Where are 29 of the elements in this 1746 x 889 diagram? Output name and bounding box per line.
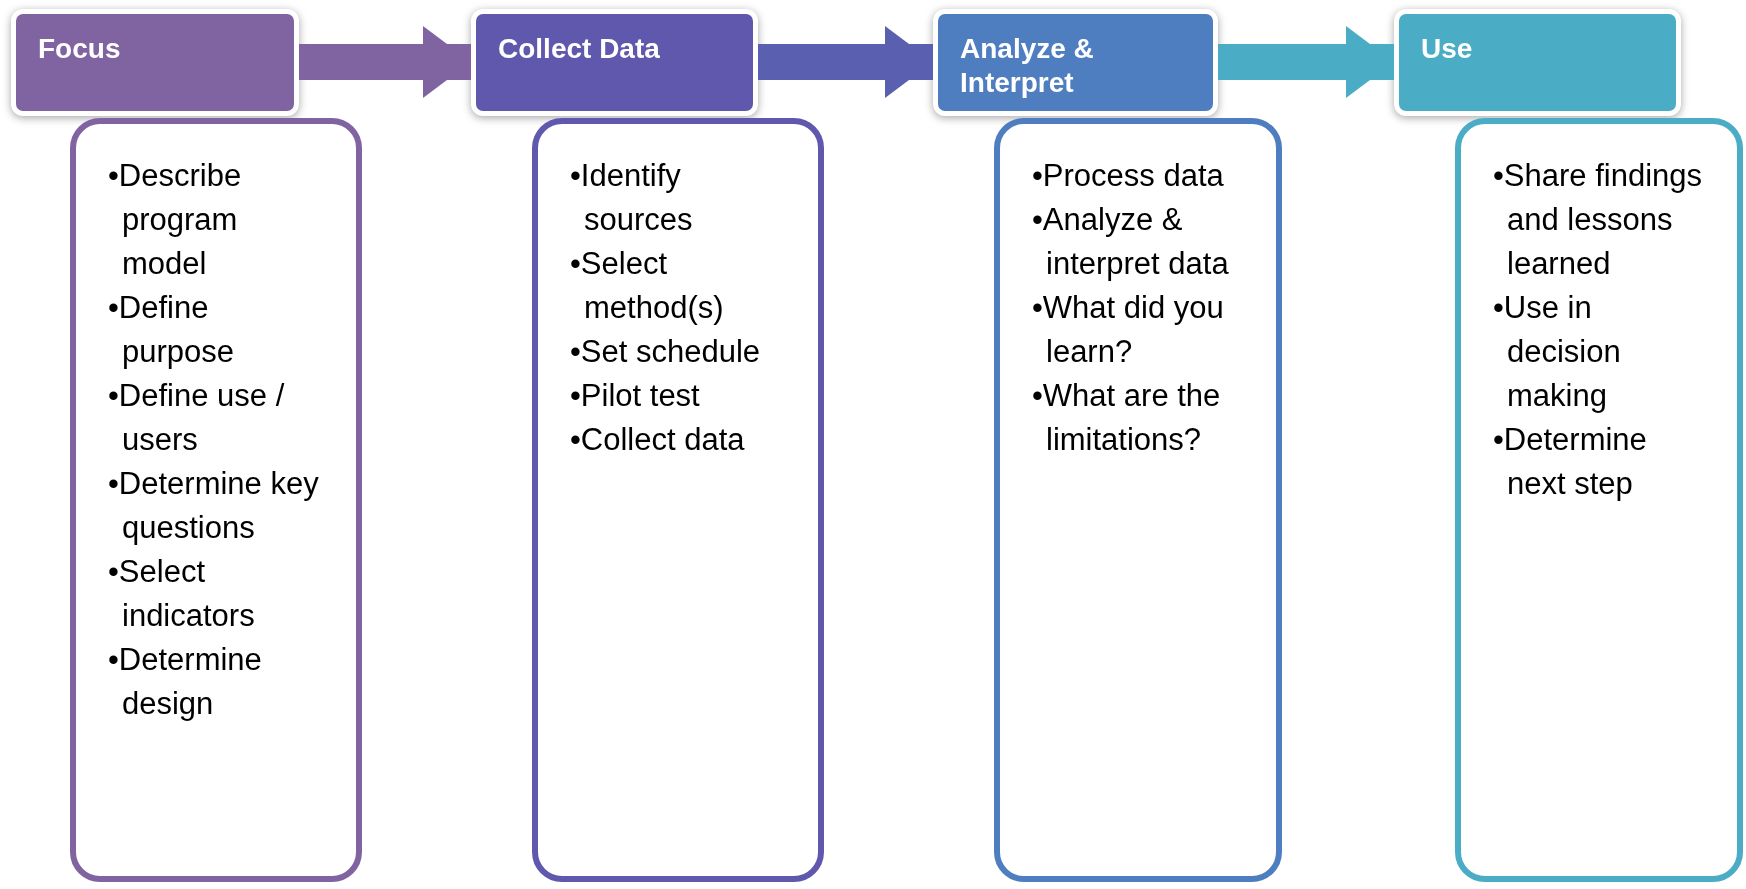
- task-list-box: [70, 118, 362, 882]
- step-title: Use: [1421, 32, 1474, 66]
- task-list-box: [532, 118, 824, 882]
- list-item: •What did you learn?: [1032, 289, 1225, 371]
- list-item: •Identify sources: [570, 157, 694, 239]
- list-item: •Collect data: [570, 421, 746, 459]
- step-title: Analyze & Interpret: [960, 32, 1095, 100]
- block-arrow: [758, 26, 933, 98]
- list-item: •Describe program model: [108, 157, 243, 283]
- list-item: •Analyze & interpret data: [1032, 201, 1230, 283]
- list-item: •Define use / users: [108, 377, 286, 459]
- list-item: •Pilot test: [570, 377, 701, 415]
- task-list-box: [994, 118, 1282, 882]
- list-item: •What are the limitations?: [1032, 377, 1222, 459]
- list-item: •Determine key questions: [108, 465, 320, 547]
- list-item: •Process data: [1032, 157, 1225, 195]
- list-item: •Define purpose: [108, 289, 236, 371]
- list-item: •Set schedule: [570, 333, 762, 371]
- list-item: •Determine design: [108, 641, 263, 723]
- block-arrow: [1218, 26, 1394, 98]
- step-title: Collect Data: [498, 32, 661, 66]
- task-list-box: [1455, 118, 1743, 882]
- list-item: •Select method(s): [570, 245, 725, 327]
- list-item: •Select indicators: [108, 553, 256, 635]
- block-arrow: [299, 26, 471, 98]
- list-item: •Use in decision making: [1493, 289, 1622, 415]
- list-item: •Determine next step: [1493, 421, 1648, 503]
- step-title: Focus: [38, 32, 122, 66]
- list-item: •Share findings and lessons learned: [1493, 157, 1704, 283]
